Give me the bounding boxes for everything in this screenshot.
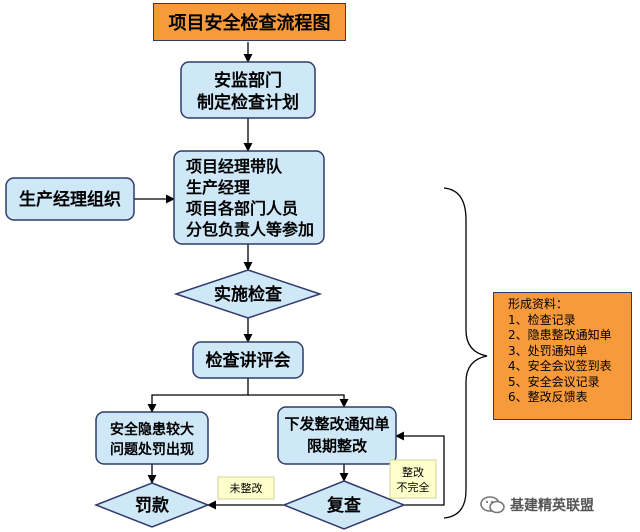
recheck-label: 复查 — [326, 495, 362, 516]
implement-label: 实施检查 — [214, 284, 283, 305]
not-rectified-text: 未整改 — [230, 481, 263, 495]
review-label: 检查讲评会 — [206, 350, 291, 371]
node-review: 检查讲评会 — [192, 341, 304, 379]
notice-line-2: 限期整改 — [307, 437, 368, 455]
materials-item: 6、整改反馈表 — [508, 390, 588, 404]
node-hazard: 安全隐患较大 问题处罚出现 — [95, 411, 209, 465]
watermark-text: 基建精英联盟 — [510, 498, 594, 514]
penalty-label: 罚款 — [135, 495, 170, 516]
materials-item: 3、处罚通知单 — [508, 343, 588, 358]
materials-item: 4、安全会议签到表 — [508, 359, 612, 373]
materials-note: 形成资料： 1、检查记录 2、隐患整改通知单 3、处罚通知单 4、安全会议签到表… — [493, 292, 632, 420]
edge-review-to-notice — [248, 394, 349, 408]
materials-title: 形成资料： — [508, 297, 569, 311]
materials-item: 2、隐患整改通知单 — [508, 328, 612, 342]
node-organize: 生产经理组织 — [5, 177, 135, 221]
node-plan: 安监部门 制定检查计划 — [180, 61, 316, 119]
node-implement: 实施检查 — [173, 269, 323, 319]
organize-label: 生产经理组织 — [19, 189, 121, 210]
edge-review-split — [147, 378, 249, 413]
wechat-icon — [480, 496, 505, 514]
participants-line-2: 生产经理 — [186, 178, 250, 197]
incomplete-line-2: 不完全 — [397, 480, 430, 494]
node-penalty: 罚款 — [93, 482, 211, 528]
watermark: 基建精英联盟 — [480, 490, 638, 520]
edge-recheck-loop — [395, 431, 445, 506]
hazard-line-1: 安全隐患较大 — [110, 421, 194, 438]
node-participants: 项目经理带队 生产经理 项目各部门人员 分包负责人等参加 — [173, 150, 325, 245]
label-not-rectified: 未整改 — [217, 476, 275, 500]
plan-line-1: 安监部门 — [214, 70, 282, 91]
label-incomplete: 整改 不完全 — [389, 459, 437, 499]
diagram-title: 项目安全检查流程图 — [153, 3, 346, 41]
materials-item: 5、安全会议记录 — [508, 374, 600, 389]
node-recheck: 复查 — [281, 480, 407, 530]
participants-line-4: 分包负责人等参加 — [186, 220, 314, 239]
plan-line-2: 制定检查计划 — [197, 92, 299, 113]
participants-line-3: 项目各部门人员 — [186, 199, 298, 218]
notice-line-1: 下发整改通知单 — [284, 415, 389, 433]
materials-item: 1、检查记录 — [508, 312, 576, 327]
connectors — [134, 42, 445, 510]
incomplete-line-1: 整改 — [402, 465, 424, 479]
bracket-brace — [443, 187, 488, 519]
hazard-line-2: 问题处罚出现 — [110, 441, 194, 458]
node-notice: 下发整改通知单 限期整改 — [277, 406, 397, 465]
participants-line-1: 项目经理带队 — [186, 157, 283, 176]
